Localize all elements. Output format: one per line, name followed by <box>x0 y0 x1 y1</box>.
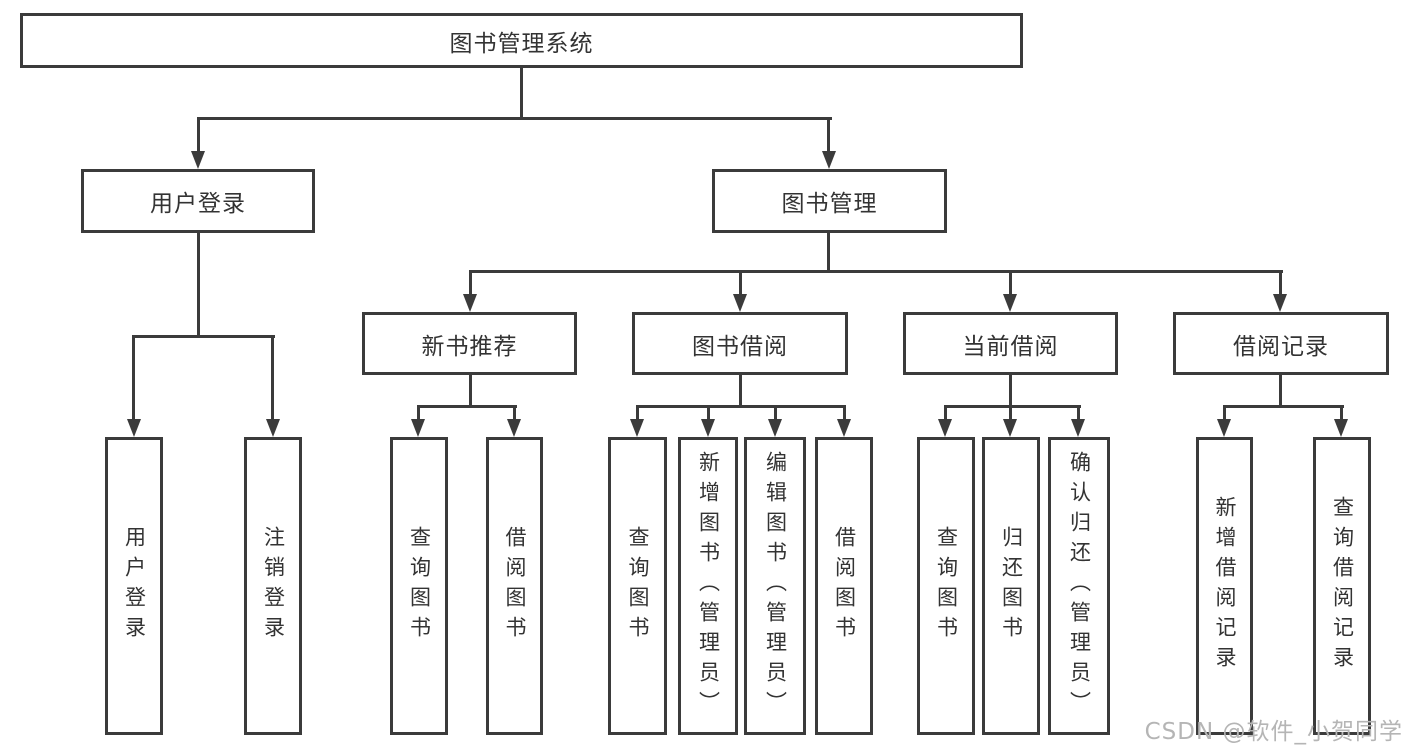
connector-line <box>197 117 832 120</box>
leaf-return-book: 归还图书 <box>982 437 1040 735</box>
arrow-down-icon <box>127 419 141 437</box>
leaf-user-login-label: 用户登录 <box>122 526 147 646</box>
node-current-borrow: 当前借阅 <box>903 312 1118 375</box>
connector-line <box>827 117 830 153</box>
connector-line <box>843 405 846 421</box>
node-user-login: 用户登录 <box>81 169 315 233</box>
connector-line <box>1279 375 1282 405</box>
leaf-confirm-return-admin: 确认归还（管理员） <box>1048 437 1110 735</box>
arrow-down-icon <box>630 419 644 437</box>
node-user-login-label: 用户登录 <box>150 191 246 217</box>
leaf-current-query-book-label: 查询图书 <box>934 526 959 646</box>
leaf-logout-label: 注销登录 <box>261 526 286 646</box>
leaf-add-borrow-record-label: 新增借阅记录 <box>1213 496 1237 676</box>
leaf-recommend-borrow-book: 借阅图书 <box>486 437 543 735</box>
leaf-user-login: 用户登录 <box>105 437 163 735</box>
arrow-down-icon <box>1217 419 1231 437</box>
connector-line <box>774 405 777 421</box>
leaf-query-borrow-record-label: 查询借阅记录 <box>1330 496 1355 676</box>
leaf-add-book-admin: 新增图书（管理员） <box>678 437 738 735</box>
connector-line <box>1340 405 1343 421</box>
leaf-edit-book-admin: 编辑图书（管理员） <box>744 437 806 735</box>
arrow-down-icon <box>1334 419 1348 437</box>
arrow-down-icon <box>191 151 205 169</box>
leaf-add-borrow-record: 新增借阅记录 <box>1196 437 1253 735</box>
arrow-down-icon <box>733 294 747 312</box>
node-current-borrow-label: 当前借阅 <box>962 333 1059 360</box>
node-new-book-recommend: 新书推荐 <box>362 312 577 375</box>
arrow-down-icon <box>1273 294 1287 312</box>
arrow-down-icon <box>701 419 715 437</box>
leaf-borrow-book: 借阅图书 <box>815 437 873 735</box>
arrow-down-icon <box>822 151 836 169</box>
leaf-confirm-return-admin-label: 确认归还（管理员） <box>1067 451 1092 721</box>
node-borrow-record-label: 借阅记录 <box>1233 333 1329 360</box>
arrow-down-icon <box>837 419 851 437</box>
node-root: 图书管理系统 <box>20 13 1023 68</box>
connector-line <box>636 405 639 421</box>
connector-line <box>271 335 274 420</box>
node-book-management: 图书管理 <box>712 169 947 233</box>
connector-line <box>1223 405 1226 421</box>
arrow-down-icon <box>266 419 280 437</box>
node-book-borrow-label: 图书借阅 <box>692 333 788 360</box>
node-new-book-recommend-label: 新书推荐 <box>421 333 518 360</box>
leaf-recommend-query-book-label: 查询图书 <box>407 526 432 646</box>
leaf-logout: 注销登录 <box>244 437 302 735</box>
csdn-watermark: CSDN @软件_小贺同学 <box>1144 719 1403 745</box>
connector-line <box>636 405 846 408</box>
leaf-recommend-query-book: 查询图书 <box>390 437 448 735</box>
node-book-borrow: 图书借阅 <box>632 312 848 375</box>
node-root-label: 图书管理系统 <box>449 30 594 57</box>
connector-line <box>944 405 947 421</box>
leaf-borrow-query-book: 查询图书 <box>608 437 667 735</box>
arrow-down-icon <box>1071 419 1085 437</box>
connector-line <box>1077 405 1080 421</box>
leaf-query-borrow-record: 查询借阅记录 <box>1313 437 1371 735</box>
connector-line <box>739 270 742 296</box>
connector-line <box>197 233 200 335</box>
arrow-down-icon <box>938 419 952 437</box>
arrow-down-icon <box>463 294 477 312</box>
connector-line <box>707 405 710 421</box>
leaf-add-book-admin-label: 新增图书（管理员） <box>696 451 721 721</box>
leaf-return-book-label: 归还图书 <box>999 526 1024 646</box>
leaf-edit-book-admin-label: 编辑图书（管理员） <box>763 451 788 721</box>
arrow-down-icon <box>1003 419 1017 437</box>
connector-line <box>520 68 523 117</box>
arrow-down-icon <box>768 419 782 437</box>
connector-line <box>513 405 516 421</box>
connector-line <box>1009 375 1012 405</box>
connector-line <box>469 375 472 405</box>
arrow-down-icon <box>507 419 521 437</box>
leaf-borrow-query-book-label: 查询图书 <box>626 526 650 646</box>
leaf-current-query-book: 查询图书 <box>917 437 975 735</box>
arrow-down-icon <box>1003 294 1017 312</box>
connector-line <box>469 270 472 296</box>
connector-line <box>197 117 200 153</box>
node-borrow-record: 借阅记录 <box>1173 312 1389 375</box>
connector-line <box>132 335 275 338</box>
arrow-down-icon <box>411 419 425 437</box>
node-book-management-label: 图书管理 <box>781 191 878 217</box>
connector-line <box>469 270 1283 273</box>
connector-line <box>739 375 742 405</box>
connector-line <box>1009 405 1012 421</box>
connector-line <box>1279 270 1282 296</box>
connector-line <box>1223 405 1344 408</box>
connector-line <box>132 335 135 420</box>
connector-line <box>417 405 420 421</box>
leaf-recommend-borrow-book-label: 借阅图书 <box>503 526 527 646</box>
connector-line <box>827 233 830 270</box>
connector-line <box>417 405 517 408</box>
connector-line <box>944 405 1081 408</box>
connector-line <box>1009 270 1012 296</box>
leaf-borrow-book-label: 借阅图书 <box>832 526 857 646</box>
